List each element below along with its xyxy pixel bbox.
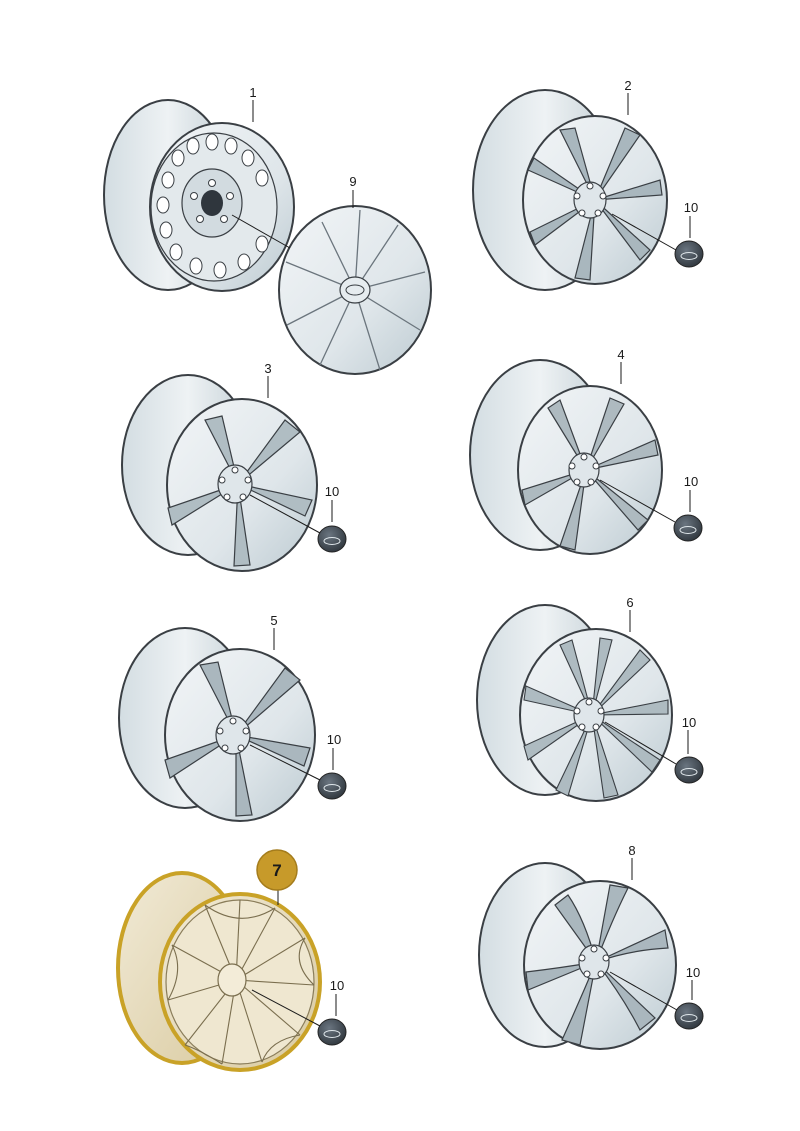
alloy-wheel-part-5 bbox=[118, 627, 316, 822]
callout-7: 7 bbox=[272, 861, 281, 880]
callout-10-b: 10 bbox=[325, 484, 339, 499]
alloy-wheel-part-2 bbox=[472, 89, 668, 291]
center-cap-part-10 bbox=[673, 514, 703, 542]
callout-5: 5 bbox=[270, 613, 277, 628]
callout-3: 3 bbox=[264, 361, 271, 376]
callout-4: 4 bbox=[617, 347, 624, 362]
alloy-wheel-part-7-highlighted bbox=[116, 871, 322, 1072]
alloy-wheel-part-4 bbox=[469, 359, 663, 555]
alloy-wheel-part-6 bbox=[476, 604, 673, 802]
callout-2: 2 bbox=[624, 78, 631, 93]
callout-6: 6 bbox=[626, 595, 633, 610]
wheel-cover-part-9 bbox=[278, 205, 432, 375]
callout-10-c: 10 bbox=[684, 474, 698, 489]
ventilation-holes bbox=[156, 133, 269, 279]
steel-wheel-part-1 bbox=[103, 99, 295, 292]
callout-1: 1 bbox=[249, 85, 256, 100]
center-cap-part-10 bbox=[674, 240, 704, 268]
callout-10-e: 10 bbox=[682, 715, 696, 730]
center-cap-part-10 bbox=[674, 756, 704, 784]
callout-8: 8 bbox=[628, 843, 635, 858]
callout-10-f: 10 bbox=[330, 978, 344, 993]
center-cap-part-10 bbox=[317, 525, 347, 553]
callout-10-g: 10 bbox=[686, 965, 700, 980]
center-cap-part-10 bbox=[317, 772, 347, 800]
center-cap-part-10 bbox=[317, 1018, 347, 1046]
alloy-wheel-part-3 bbox=[121, 374, 318, 572]
callout-9: 9 bbox=[349, 174, 356, 189]
highlight-badge-7[interactable]: 7 bbox=[256, 849, 298, 891]
callout-10-d: 10 bbox=[327, 732, 341, 747]
center-cap-part-10 bbox=[674, 1002, 704, 1030]
callout-10-a: 10 bbox=[684, 200, 698, 215]
alloy-wheel-part-8 bbox=[478, 862, 677, 1050]
